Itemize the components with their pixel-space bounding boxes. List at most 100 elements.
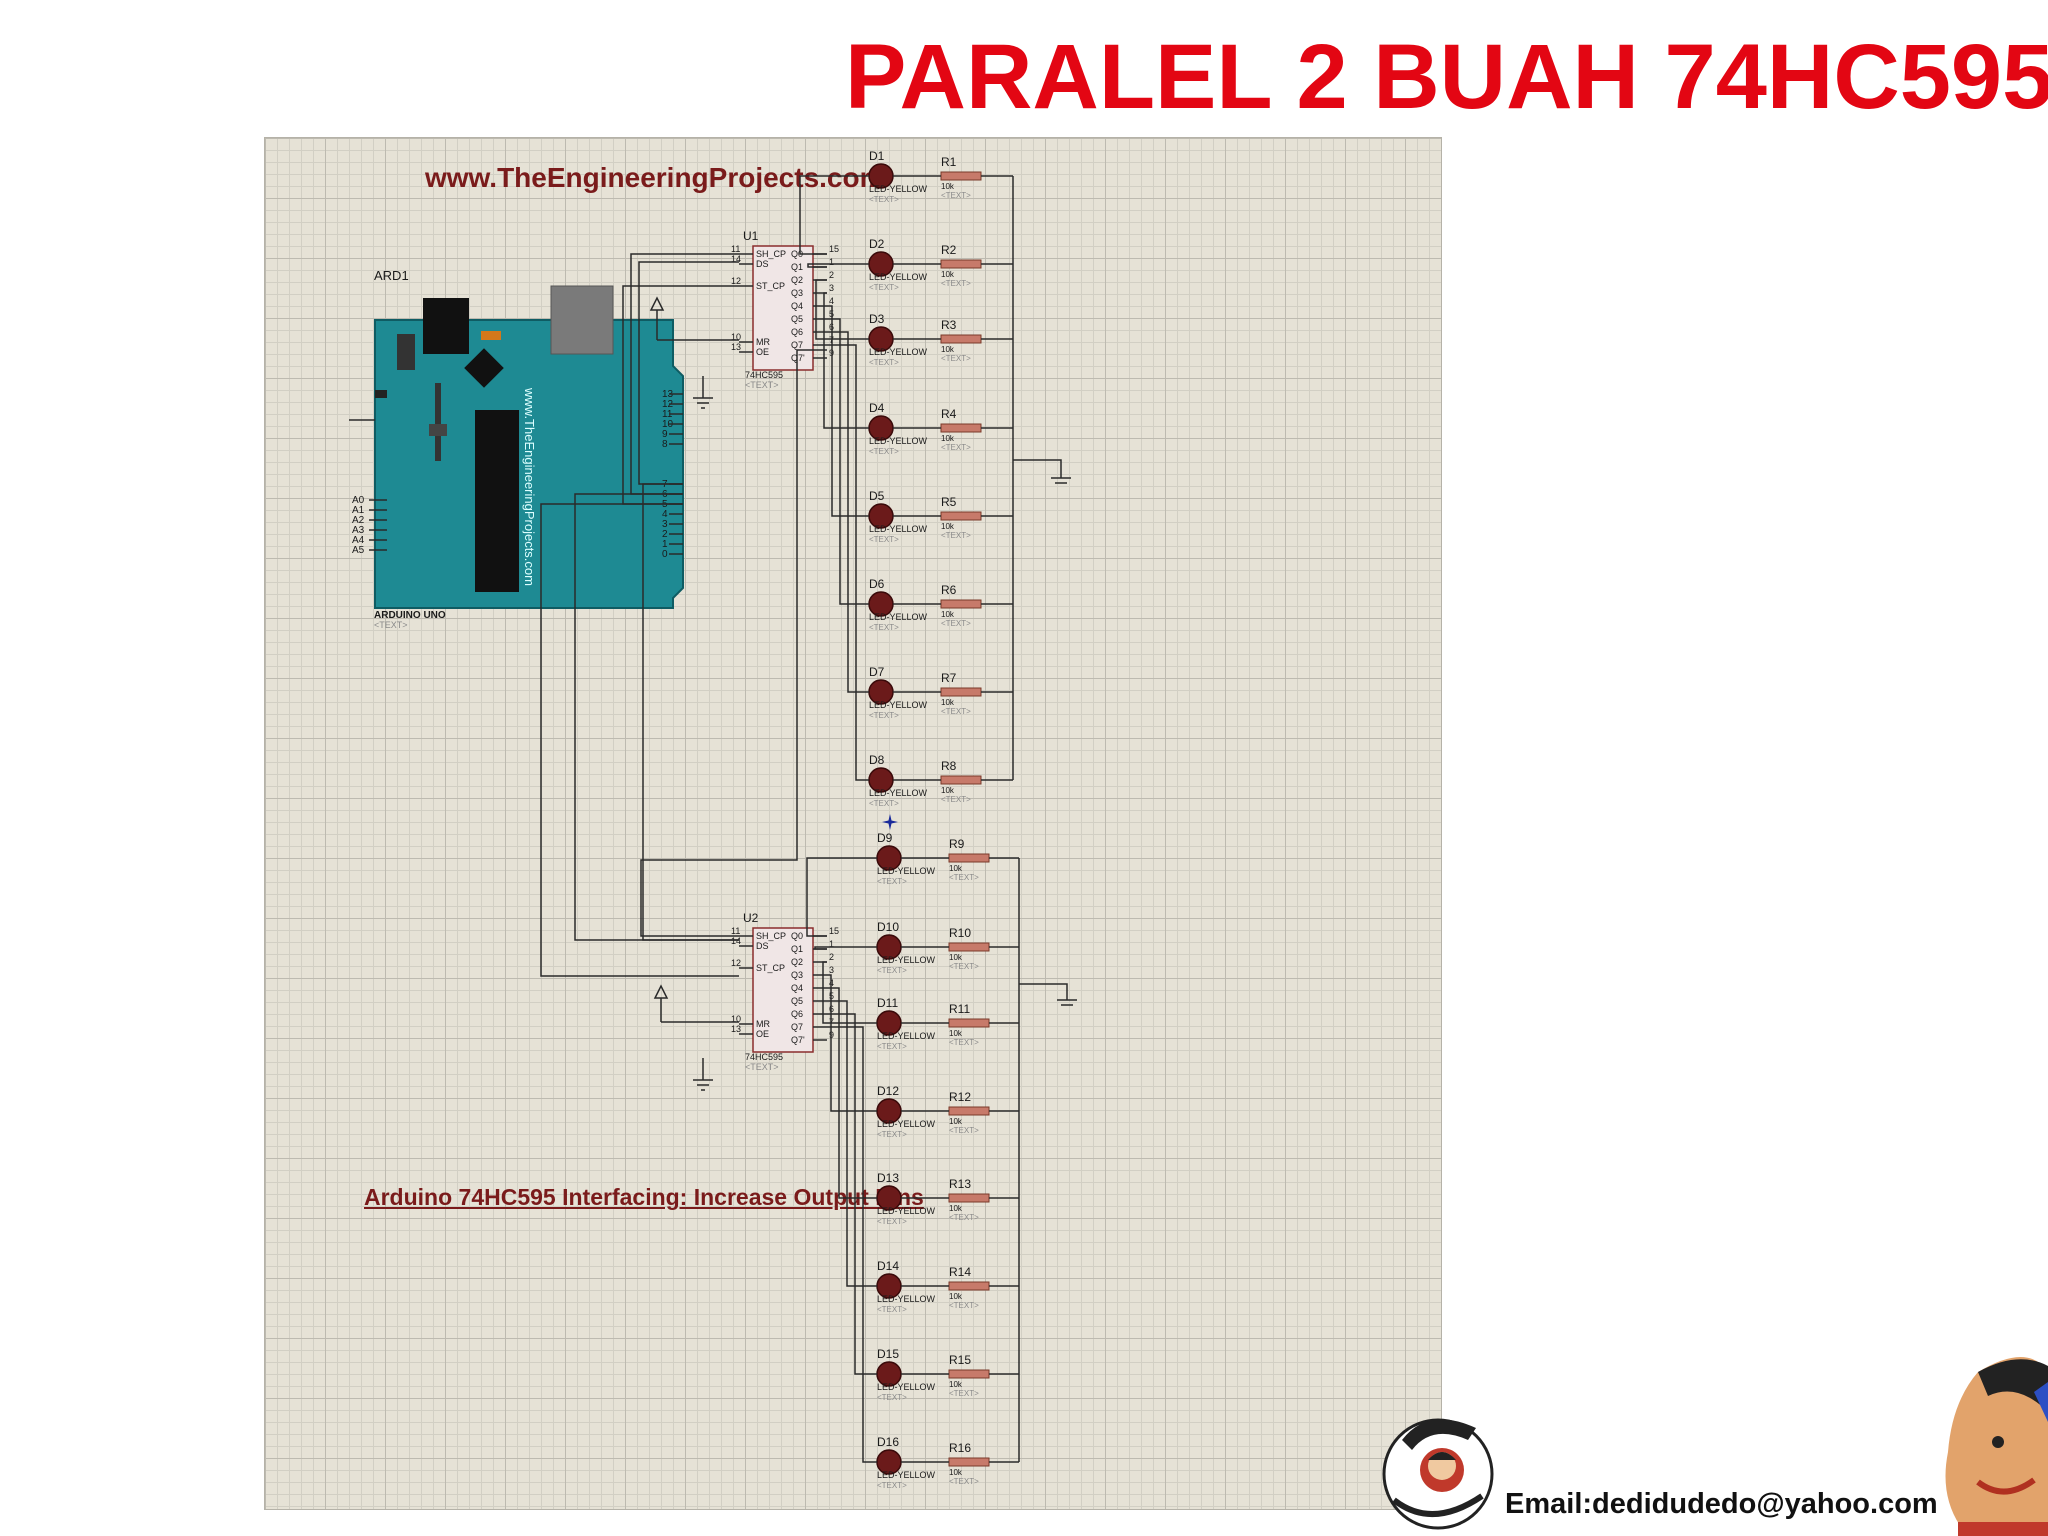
led-part-label: LED-YELLOW <box>869 272 928 282</box>
resistor-text-label: <TEXT> <box>949 962 979 971</box>
chip-pin-name: SH_CP <box>756 931 786 941</box>
slide-title: PARALEL 2 BUAH 74HC595 <box>845 26 2048 128</box>
resistor-value-label: 10k <box>941 786 955 795</box>
chip-pin-number: 13 <box>731 342 741 352</box>
resistor-ref-label: R14 <box>949 1265 971 1279</box>
resistor-ref-label: R8 <box>941 759 957 773</box>
chip-pin-number: 15 <box>829 926 839 936</box>
arduino-uno-board[interactable]: ARD1 www.TheEngineeringProjects.com ARDU… <box>374 268 684 630</box>
led-ref-label: D3 <box>869 312 885 326</box>
arduino-left-pin-label: A3 <box>352 525 365 536</box>
resistor-value-label: 10k <box>941 522 955 531</box>
arduino-right-pin-label: 8 <box>662 439 668 450</box>
led-text-label: <TEXT> <box>877 966 907 975</box>
chip-pin-number: 14 <box>731 254 741 264</box>
led-text-label: <TEXT> <box>877 1217 907 1226</box>
led-text-label: <TEXT> <box>877 1481 907 1490</box>
chip-body <box>752 927 814 1053</box>
resistor-ref-label: R11 <box>949 1002 970 1016</box>
chip-pin-name: ST_CP <box>756 963 785 973</box>
resistor-value-label: 10k <box>949 1117 963 1126</box>
led-part-label: LED-YELLOW <box>877 866 936 876</box>
resistor-body <box>940 511 982 521</box>
resistor-body <box>940 423 982 433</box>
resistor-text-label: <TEXT> <box>941 279 971 288</box>
vcc-arrow-icon <box>653 984 669 999</box>
resistor-body <box>940 334 982 344</box>
led-ref-label: D4 <box>869 401 885 415</box>
chip-pin-number: 15 <box>829 244 839 254</box>
resistor-body <box>948 1369 990 1379</box>
resistor-value-label: 10k <box>941 698 955 707</box>
resistor-body <box>948 1457 990 1467</box>
arduino-right-pin-label: 2 <box>662 529 668 540</box>
led-ref-label: D6 <box>869 577 885 591</box>
resistor-body <box>948 942 990 952</box>
resistor-value-label: 10k <box>949 1292 963 1301</box>
chip-pin-number: 10 <box>731 1014 741 1024</box>
chip-pin-name: MR <box>756 337 770 347</box>
arduino-name-label: ARDUINO UNO <box>374 610 446 621</box>
resistor-value-label: 10k <box>941 434 955 443</box>
vcc-arrow-icon <box>649 296 665 311</box>
led-part-label: LED-YELLOW <box>877 1031 936 1041</box>
chip-part-label: 74HC595 <box>745 1052 783 1062</box>
chip-pin-name: Q2 <box>791 957 803 967</box>
chip-pin-number: 2 <box>829 952 834 962</box>
schematic-canvas[interactable]: www.TheEngineeringProjects.com Arduino 7… <box>264 137 1442 1510</box>
led-ref-label: D12 <box>877 1084 899 1098</box>
led-ref-label: D8 <box>869 753 885 767</box>
arduino-left-pin-label: A0 <box>352 495 365 506</box>
chip-pin-number: 11 <box>731 926 740 936</box>
led-text-label: <TEXT> <box>877 1393 907 1402</box>
chip-pin-name: Q1 <box>791 944 803 954</box>
chip-pin-number: 1 <box>829 257 834 267</box>
led-text-label: <TEXT> <box>869 283 899 292</box>
led-ref-label: D1 <box>869 149 885 163</box>
chip-pin-name: Q3 <box>791 970 803 980</box>
chip-pin-name: OE <box>756 1029 769 1039</box>
resistor-body <box>948 853 990 863</box>
resistor-value-label: 10k <box>941 270 955 279</box>
chip-pin-number: 12 <box>731 276 741 286</box>
resistor-body <box>940 171 982 181</box>
led-part-label: LED-YELLOW <box>877 1382 936 1392</box>
led-part-label: LED-YELLOW <box>877 1470 936 1480</box>
resistor-text-label: <TEXT> <box>941 707 971 716</box>
chip-ref-label: U1 <box>743 229 759 243</box>
led-text-label: <TEXT> <box>869 711 899 720</box>
chip-pin-name: Q1 <box>791 262 803 272</box>
resistor-text-label: <TEXT> <box>949 1038 979 1047</box>
chip-pin-number: 10 <box>731 332 741 342</box>
resistor-r11[interactable]: R11 10k<TEXT> <box>948 1002 990 1047</box>
resistor-ref-label: R12 <box>949 1090 971 1104</box>
resistor-text-label: <TEXT> <box>941 619 971 628</box>
resistor-value-label: 10k <box>949 1029 963 1038</box>
chip-pin-name: Q6 <box>791 327 803 337</box>
